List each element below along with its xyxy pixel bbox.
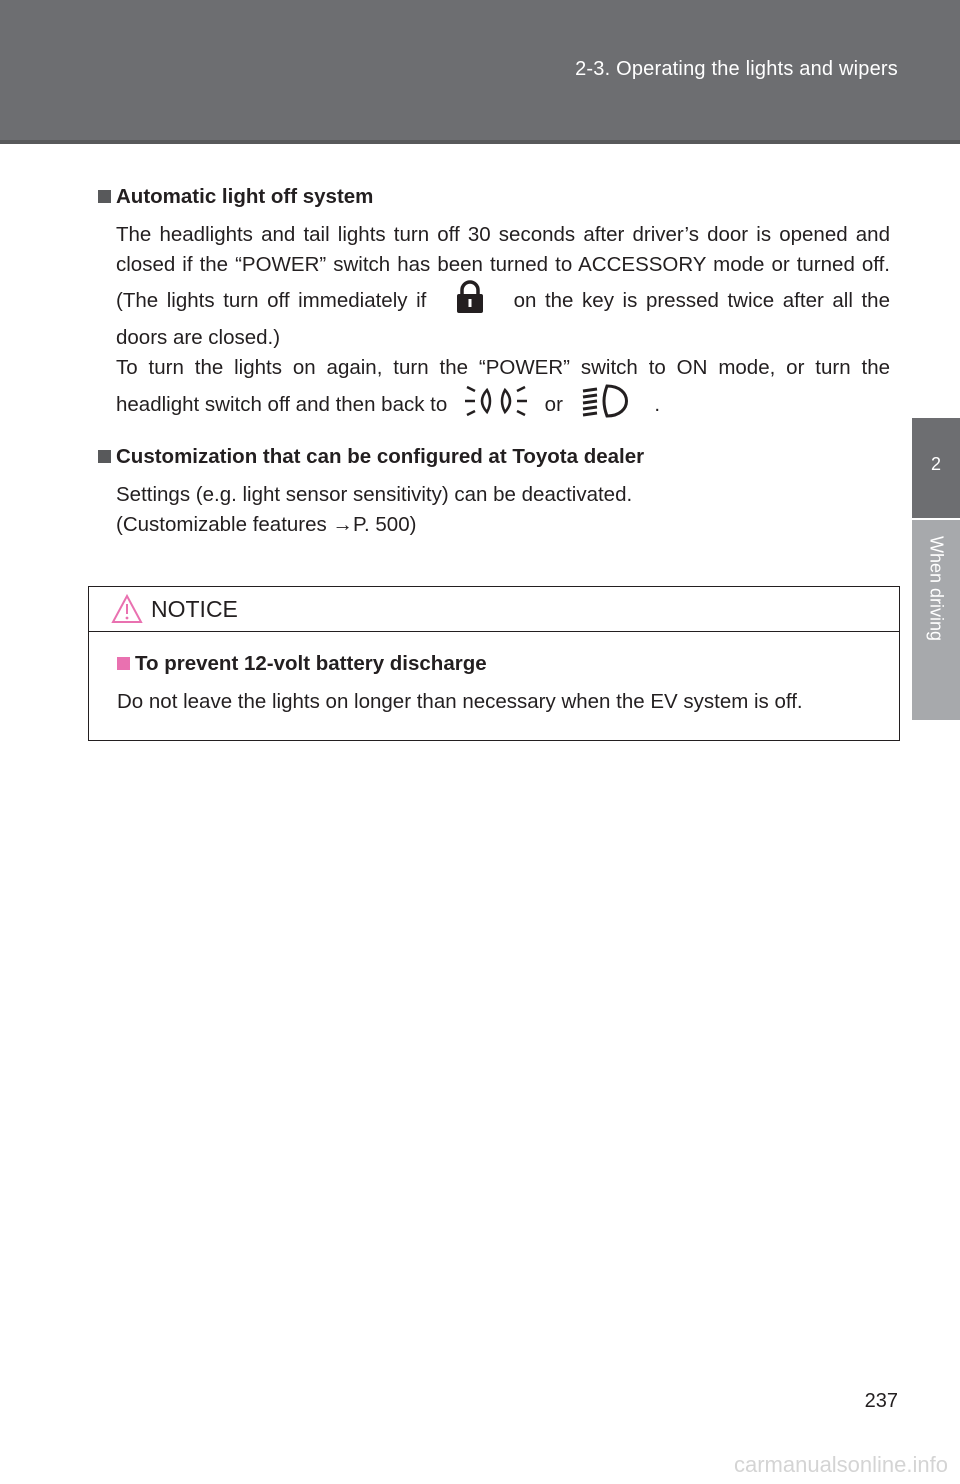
subheading-customization: Customization that can be configured at … [98,442,890,472]
lock-icon [441,280,499,323]
chapter-tab-number: 2 [912,418,960,518]
chapter-label: When driving [926,536,947,642]
paragraph-auto-off: The headlights and tail lights turn off … [116,220,890,428]
paragraph-customization: Settings (e.g. light sensor sensitivity)… [116,483,633,536]
headlight-icon [579,383,639,428]
watermark: carmanualsonline.info [733,1452,948,1477]
notice-text: Do not leave the lights on longer than n… [117,690,803,713]
notice-body: To prevent 12-volt battery discharge Do … [117,649,885,717]
notice-box: NOTICE To prevent 12-volt battery discha… [88,586,900,741]
square-bullet-icon [98,450,111,463]
square-bullet-icon [98,190,111,203]
square-bullet-icon [117,657,130,670]
tail-lights-icon [463,383,529,428]
page-number: 237 [864,1390,898,1412]
subheading-auto-off: Automatic light off system [98,182,890,212]
warning-triangle-icon [111,593,143,629]
section-title: 2-3. Operating the lights and wipers [575,58,898,80]
notice-title: NOTICE [151,596,238,622]
chapter-number: 2 [930,454,941,474]
notice-heading: To prevent 12-volt battery discharge [117,649,885,679]
chapter-tab-label: When driving [912,520,960,720]
notice-header: NOTICE [89,587,899,632]
main-content: Automatic light off system The headlight… [98,182,890,540]
page-header: 2-3. Operating the lights and wipers [0,0,960,144]
